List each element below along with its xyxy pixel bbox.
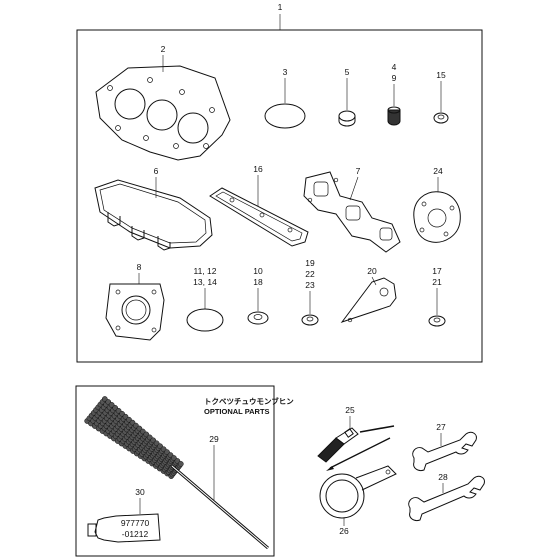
part-29-hone-brush — [84, 396, 269, 550]
callout-16: 16 — [253, 164, 263, 174]
callout-7: 7 — [356, 166, 361, 176]
callout-18: 18 — [253, 277, 263, 287]
part-30-sealant-tube: 977770 -01212 — [87, 513, 161, 543]
callout-5: 5 — [345, 67, 350, 77]
callout-6: 6 — [154, 166, 159, 176]
callout-28: 28 — [438, 472, 448, 482]
optional-heading-jp: トクベツチュウモンブヒン — [204, 396, 294, 406]
callout-24: 24 — [433, 166, 443, 176]
part-24-flange-gasket — [413, 191, 461, 243]
part-11-14-o-ring — [186, 308, 224, 332]
part-4-9-stem-seal — [387, 106, 401, 126]
callout-2: 2 — [161, 44, 166, 54]
callout-3: 3 — [283, 67, 288, 77]
brush-bristles — [84, 396, 184, 479]
part-10-18-washer — [247, 311, 269, 325]
callout-8: 8 — [137, 262, 142, 272]
callout-20: 20 — [367, 266, 377, 276]
callout-23: 23 — [305, 280, 315, 290]
callout-21: 21 — [432, 277, 442, 287]
part-17-21-washer — [428, 315, 446, 327]
part-5-seal — [338, 110, 356, 127]
callout-26: 26 — [339, 526, 349, 536]
part-28-wrench — [408, 475, 485, 521]
part-19-22-23-washer — [301, 314, 319, 326]
part-20-bracket — [340, 277, 397, 323]
callout-22: 22 — [305, 269, 315, 279]
callout-15: 15 — [436, 70, 446, 80]
tube-text-1: 977770 — [121, 518, 150, 528]
callout-1: 1 — [278, 2, 283, 12]
part-26-ring-spanner — [319, 465, 397, 519]
part-27-wrench — [412, 431, 477, 471]
part-6-cover-gasket — [94, 179, 213, 251]
callout-25: 25 — [345, 405, 355, 415]
optional-heading-en: OPTIONAL PARTS — [204, 407, 270, 416]
part-7-exhaust-gasket — [303, 171, 401, 253]
callout-17: 17 — [432, 266, 442, 276]
callout-19: 19 — [305, 258, 315, 268]
callout-30: 30 — [135, 487, 145, 497]
part-8-square-gasket — [105, 283, 165, 341]
callout-10: 10 — [253, 266, 263, 276]
gasket-kit-box — [76, 29, 483, 363]
callout-27: 27 — [436, 422, 446, 432]
callout-11-12: 11, 12 — [193, 266, 216, 276]
callout-9: 9 — [392, 73, 397, 83]
tube-text-2: -01212 — [122, 529, 149, 539]
optional-parts-box — [75, 385, 275, 557]
callout-13-14: 13, 14 — [193, 277, 217, 287]
part-16-manifold-gasket — [209, 187, 309, 247]
bristle-ball — [177, 461, 184, 467]
callout-29: 29 — [209, 434, 219, 444]
part-15-washer — [433, 112, 449, 124]
callout-4: 4 — [392, 62, 397, 72]
part-25-screwdriver — [317, 425, 395, 471]
part-2-head-gasket — [95, 65, 231, 161]
part-3-o-ring — [264, 103, 306, 129]
